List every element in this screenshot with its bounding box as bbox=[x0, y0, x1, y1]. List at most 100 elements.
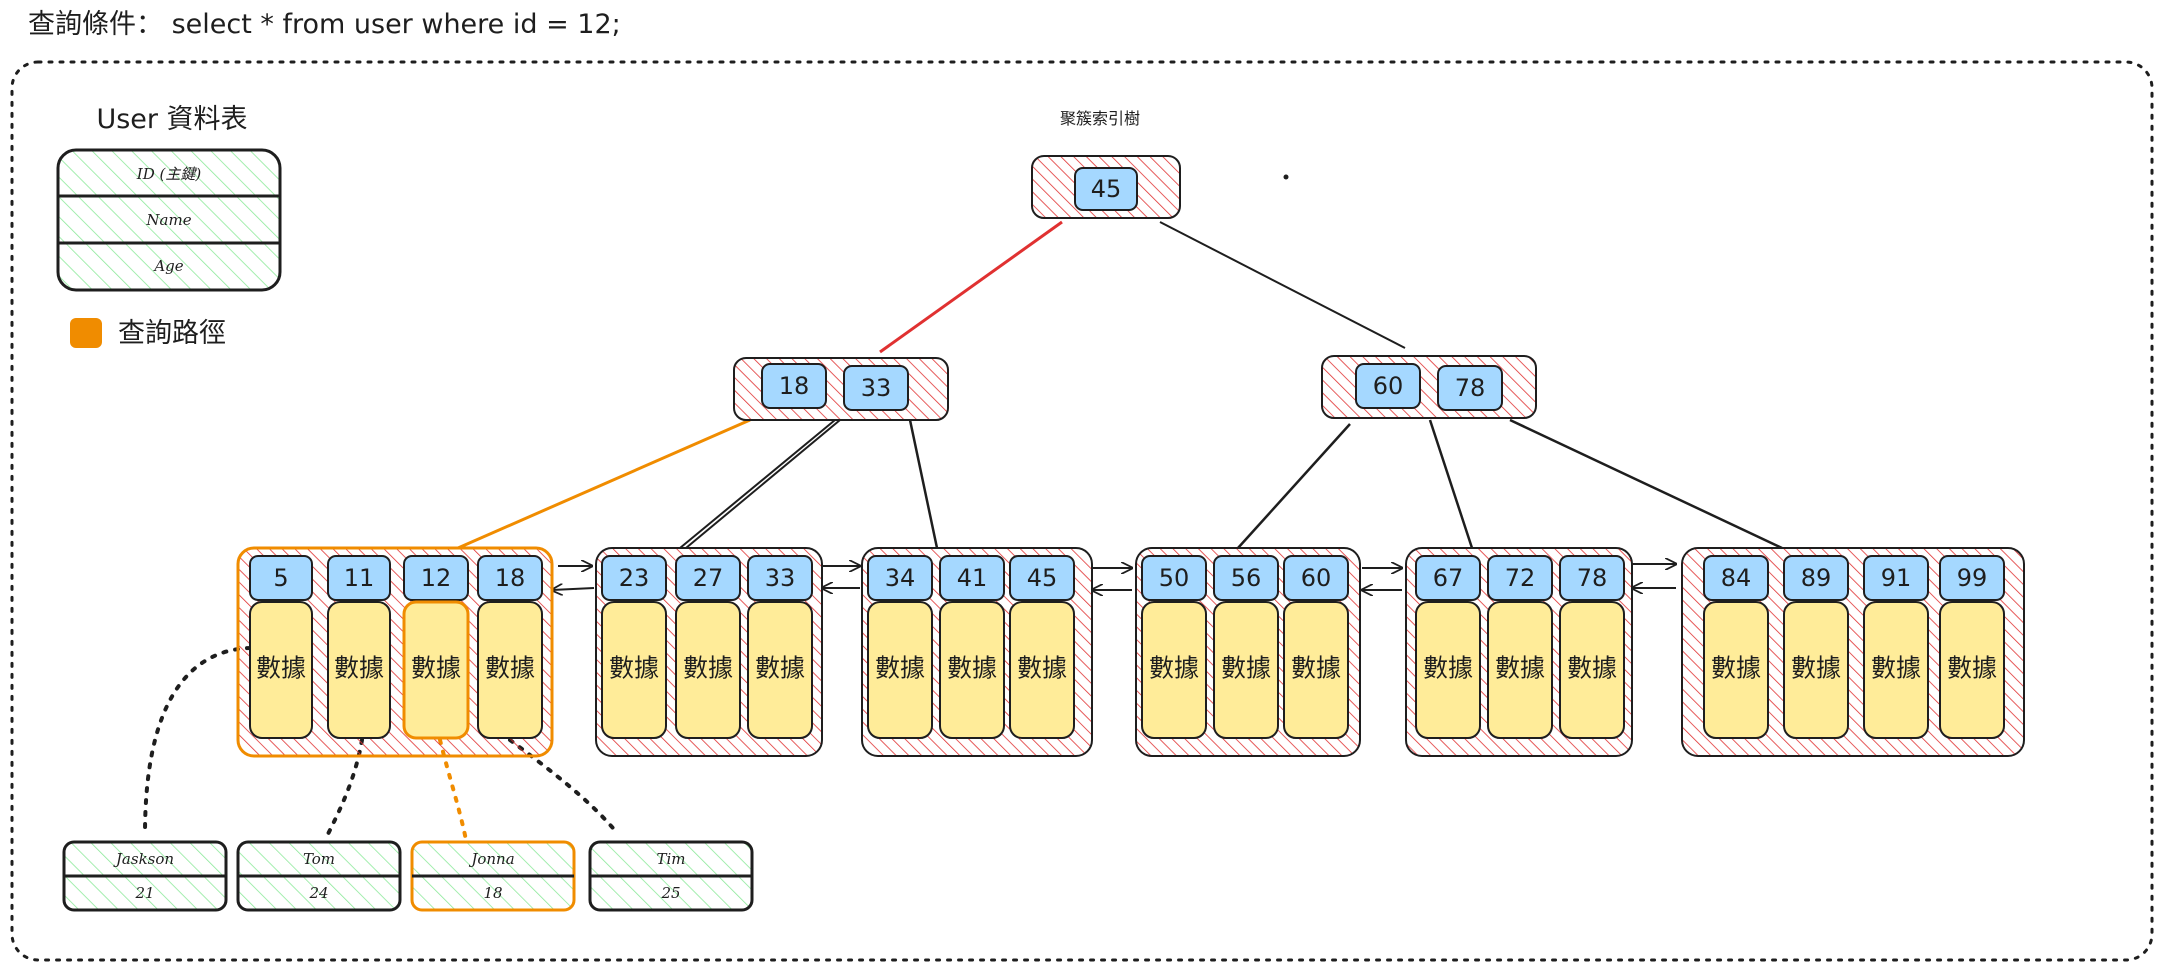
key-label: 67 bbox=[1433, 564, 1464, 592]
key-box bbox=[843, 365, 909, 411]
record-age: 24 bbox=[308, 884, 328, 902]
key-label: 45 bbox=[1027, 564, 1058, 592]
data-cell-label: 數據 bbox=[1791, 654, 1841, 683]
data-cell-label: 數據 bbox=[334, 654, 384, 683]
key-label: 99 bbox=[1957, 564, 1988, 592]
key-label: 33 bbox=[861, 374, 892, 402]
data-cell bbox=[402, 600, 470, 740]
record-row: Tom 24 bbox=[236, 840, 402, 912]
data-cell-label: 數據 bbox=[1495, 654, 1545, 683]
record-row: Jaskson 21 bbox=[62, 840, 228, 912]
data-cell bbox=[477, 601, 543, 739]
link-root-left bbox=[879, 220, 1063, 354]
key-label: 33 bbox=[765, 564, 796, 592]
record-name: Tim bbox=[656, 850, 685, 868]
data-cell-label: 數據 bbox=[1291, 654, 1341, 683]
link-60-78-leaf6 bbox=[1509, 418, 1783, 550]
record-name: Tom bbox=[303, 850, 335, 868]
key-label: 91 bbox=[1881, 564, 1912, 592]
key-label: 18 bbox=[495, 564, 526, 592]
stray-dot bbox=[1283, 174, 1289, 180]
key-box bbox=[761, 363, 827, 409]
record-name: Jaskson bbox=[113, 850, 174, 868]
data-cell bbox=[1009, 601, 1075, 739]
legend: 查詢路徑 bbox=[70, 318, 226, 349]
key-box bbox=[1559, 555, 1625, 601]
key-box bbox=[327, 555, 391, 601]
link-18-33-leaf3 bbox=[908, 419, 939, 549]
key-label: 12 bbox=[421, 564, 452, 592]
data-cell bbox=[1863, 601, 1929, 739]
data-cell bbox=[601, 601, 667, 739]
data-cell bbox=[1783, 601, 1849, 739]
pointer-tim bbox=[508, 738, 620, 836]
data-cell-label: 數據 bbox=[1423, 654, 1473, 683]
data-cell bbox=[675, 601, 741, 739]
diagram-frame bbox=[10, 60, 2154, 962]
key-box bbox=[1783, 555, 1849, 601]
key-label: 50 bbox=[1159, 564, 1190, 592]
data-cell-label: 數據 bbox=[1871, 654, 1921, 683]
key-box bbox=[249, 555, 313, 601]
key-label: 78 bbox=[1455, 374, 1486, 402]
link-18-33-leaf2 bbox=[679, 419, 836, 549]
data-cell bbox=[939, 601, 1005, 739]
internal-node-left: 18 33 bbox=[733, 357, 949, 421]
link-18-33-leaf2b bbox=[685, 419, 841, 549]
data-cell bbox=[249, 601, 313, 739]
leaf-arrow-2-1 bbox=[552, 588, 595, 590]
leaf-node-frame bbox=[236, 546, 554, 758]
record-age: 18 bbox=[483, 884, 502, 902]
key-box bbox=[477, 555, 543, 601]
legend-swatch bbox=[70, 318, 102, 348]
key-box bbox=[403, 555, 469, 601]
data-cell bbox=[1213, 601, 1279, 739]
key-label: 89 bbox=[1801, 564, 1832, 592]
data-cell bbox=[327, 601, 391, 739]
key-label: 60 bbox=[1373, 372, 1404, 400]
link-60-78-leaf5 bbox=[1428, 419, 1474, 549]
key-label: 56 bbox=[1231, 564, 1262, 592]
link-root-right bbox=[1159, 221, 1406, 349]
key-box bbox=[1703, 555, 1769, 601]
link-60-78-leaf4 bbox=[1237, 423, 1351, 549]
data-cell bbox=[1283, 601, 1349, 739]
key-label: 84 bbox=[1721, 564, 1752, 592]
data-cell-label: 數據 bbox=[1149, 654, 1199, 683]
data-cell bbox=[1141, 601, 1207, 739]
key-label: 34 bbox=[885, 564, 916, 592]
key-label: 45 bbox=[1091, 175, 1122, 203]
key-box bbox=[675, 555, 741, 601]
table-field-name: Name bbox=[145, 211, 191, 229]
key-box bbox=[747, 555, 813, 601]
data-cell-label: 數據 bbox=[683, 654, 733, 683]
data-cell bbox=[1703, 601, 1769, 739]
data-cell-label: 數據 bbox=[1567, 654, 1617, 683]
key-box bbox=[1283, 555, 1349, 601]
key-box bbox=[1009, 555, 1075, 601]
data-cell bbox=[1559, 601, 1625, 739]
key-label: 41 bbox=[957, 564, 988, 592]
data-cell-label: 數據 bbox=[1711, 654, 1761, 683]
key-box bbox=[1487, 555, 1553, 601]
key-label: 11 bbox=[344, 564, 375, 592]
tree-title: 聚簇索引樹 bbox=[1060, 109, 1140, 128]
table-field-id: ID (主鍵) bbox=[136, 165, 202, 183]
data-cell bbox=[1487, 601, 1553, 739]
key-box bbox=[867, 555, 933, 601]
record-age: 21 bbox=[134, 884, 154, 902]
key-box bbox=[601, 555, 667, 601]
key-label: 60 bbox=[1301, 564, 1332, 592]
data-cell-label: 數據 bbox=[875, 654, 925, 683]
key-label: 5 bbox=[273, 564, 288, 592]
key-box bbox=[939, 555, 1005, 601]
table-title: User 資料表 bbox=[96, 104, 247, 135]
data-cell-label: 數據 bbox=[755, 654, 805, 683]
